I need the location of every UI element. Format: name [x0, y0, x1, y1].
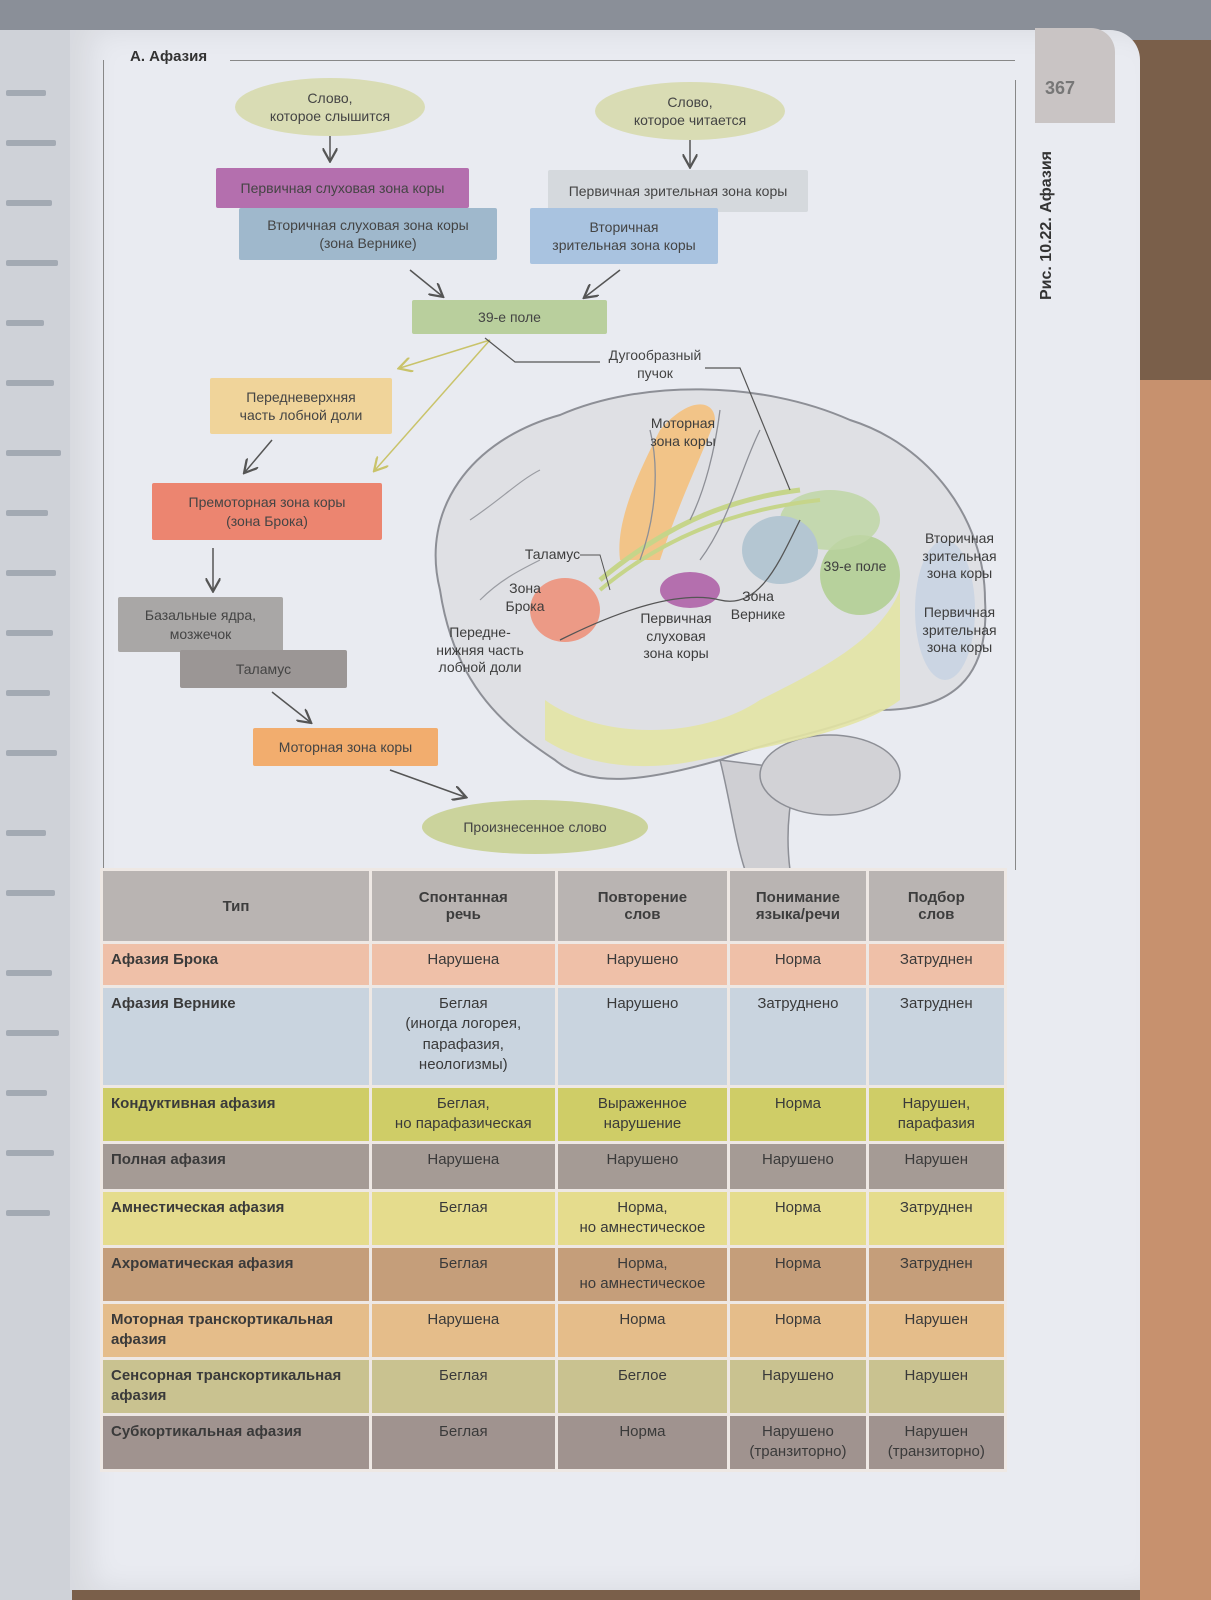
- primary-auditory-node: Первичная слуховая зона коры: [216, 168, 469, 208]
- basal-ganglia-node: Базальные ядра, мозжечок: [118, 597, 283, 652]
- cell-repetition: Нарушено: [554, 1141, 731, 1192]
- cell-comprehension: Норма: [727, 1245, 869, 1304]
- frame-left: [103, 60, 104, 870]
- frame-right: [1015, 80, 1016, 870]
- cell-spontaneous-speech: Беглая (иногда логорея, парафазия, неоло…: [369, 985, 558, 1088]
- aphasia-table: Тип Спонтанная речь Повторение слов Пони…: [100, 868, 1008, 1472]
- cell-type: Афазия Брока: [100, 941, 372, 988]
- brain-label-field-39: 39-е поле: [823, 558, 887, 574]
- premotor-node: Премоторная зона коры (зона Брока): [152, 483, 382, 540]
- cell-spontaneous-speech: Беглая: [369, 1357, 558, 1416]
- primary-visual-node: Первичная зрительная зона коры: [548, 170, 808, 212]
- cell-type: Субкортикальная афазия: [100, 1413, 372, 1472]
- section-rule: [230, 60, 1015, 61]
- brain-label-thalamus: Таламус: [524, 546, 581, 562]
- cell-spontaneous-speech: Беглая: [369, 1413, 558, 1472]
- cell-type: Афазия Вернике: [100, 985, 372, 1088]
- header-word-finding: Подбор слов: [865, 868, 1008, 944]
- section-title: А. Афазия: [130, 48, 208, 65]
- table-header-row: Тип Спонтанная речь Повторение слов Пони…: [100, 868, 1008, 944]
- left-page-edge: [0, 30, 72, 1600]
- brain-label-wernicke: Зона Вернике: [730, 588, 786, 622]
- cell-repetition: Норма: [554, 1413, 731, 1472]
- word-heard-node: Слово, которое слышится: [235, 78, 425, 136]
- cell-comprehension: Нарушено (транзиторно): [727, 1413, 869, 1472]
- page-number-tab: [1035, 28, 1115, 123]
- brain-illustration: [434, 388, 987, 871]
- cell-type: Полная афазия: [100, 1141, 372, 1192]
- cell-spontaneous-speech: Нарушена: [369, 1141, 558, 1192]
- cell-spontaneous-speech: Нарушена: [369, 1301, 558, 1360]
- cell-repetition: Норма, но амнестическое: [554, 1245, 731, 1304]
- cell-repetition: Нарушено: [554, 941, 731, 988]
- cell-word-finding: Затруднен: [865, 985, 1008, 1088]
- cell-repetition: Выраженное нарушение: [554, 1085, 731, 1144]
- cell-comprehension: Нарушено: [727, 1141, 869, 1192]
- cell-type: Амнестическая афазия: [100, 1189, 372, 1248]
- brain-label-secondary-visual: Вторичная зрительная зона коры: [922, 530, 997, 581]
- cell-spontaneous-speech: Беглая: [369, 1245, 558, 1304]
- page-number: 367: [1045, 78, 1076, 98]
- spoken-word-node: Произнесенное слово: [422, 800, 648, 854]
- cell-comprehension: Затруднено: [727, 985, 869, 1088]
- cell-type: Сенсорная транскортикальная афазия: [100, 1357, 372, 1416]
- brain-label-primary-visual: Первичная зрительная зона коры: [922, 604, 997, 655]
- cell-word-finding: Нарушен (транзиторно): [865, 1413, 1008, 1472]
- field-39-node: 39-е поле: [412, 300, 607, 334]
- cell-type: Моторная транскортикальная афазия: [100, 1301, 372, 1360]
- brain-label-anteroinferior: Передне- нижняя часть лобной доли: [436, 624, 524, 675]
- secondary-auditory-node: Вторичная слуховая зона коры (зона Верни…: [239, 208, 497, 260]
- cell-comprehension: Норма: [727, 1301, 869, 1360]
- cell-type: Ахроматическая афазия: [100, 1245, 372, 1304]
- header-type: Тип: [100, 868, 372, 944]
- cell-word-finding: Нарушен, парафазия: [865, 1085, 1008, 1144]
- cell-word-finding: Нарушен: [865, 1357, 1008, 1416]
- cell-word-finding: Затруднен: [865, 941, 1008, 988]
- cell-type: Кондуктивная афазия: [100, 1085, 372, 1144]
- header-comprehension: Понимание языка/речи: [727, 868, 869, 944]
- word-read-node: Слово, которое читается: [595, 82, 785, 140]
- backdrop-right: [1140, 380, 1211, 1600]
- brain-label-primary-auditory: Первичная слуховая зона коры: [640, 610, 712, 661]
- cell-comprehension: Норма: [727, 1189, 869, 1248]
- arcuate-label: Дугообразный пучок: [608, 346, 702, 381]
- cell-comprehension: Норма: [727, 1085, 869, 1144]
- secondary-visual-node: Вторичная зрительная зона коры: [530, 208, 718, 264]
- cell-comprehension: Норма: [727, 941, 869, 988]
- cell-word-finding: Затруднен: [865, 1245, 1008, 1304]
- cell-spontaneous-speech: Нарушена: [369, 941, 558, 988]
- cell-repetition: Нарушено: [554, 985, 731, 1088]
- cell-word-finding: Нарушен: [865, 1141, 1008, 1192]
- cell-comprehension: Нарушено: [727, 1357, 869, 1416]
- cell-spontaneous-speech: Беглая: [369, 1189, 558, 1248]
- cell-repetition: Норма, но амнестическое: [554, 1189, 731, 1248]
- anterosuperior-frontal-node: Передневерхняя часть лобной доли: [210, 378, 392, 434]
- motor-cortex-node: Моторная зона коры: [253, 728, 438, 766]
- thalamus-node: Таламус: [180, 650, 347, 688]
- cell-spontaneous-speech: Беглая, но парафазическая: [369, 1085, 558, 1144]
- cell-word-finding: Нарушен: [865, 1301, 1008, 1360]
- brain-label-motor: Моторная зона коры: [650, 415, 716, 449]
- cell-word-finding: Затруднен: [865, 1189, 1008, 1248]
- brain-label-broca: Зона Брока: [505, 580, 545, 614]
- header-repetition: Повторение слов: [554, 868, 731, 944]
- cell-repetition: Беглое: [554, 1357, 731, 1416]
- header-spontaneous-speech: Спонтанная речь: [369, 868, 558, 944]
- cell-repetition: Норма: [554, 1301, 731, 1360]
